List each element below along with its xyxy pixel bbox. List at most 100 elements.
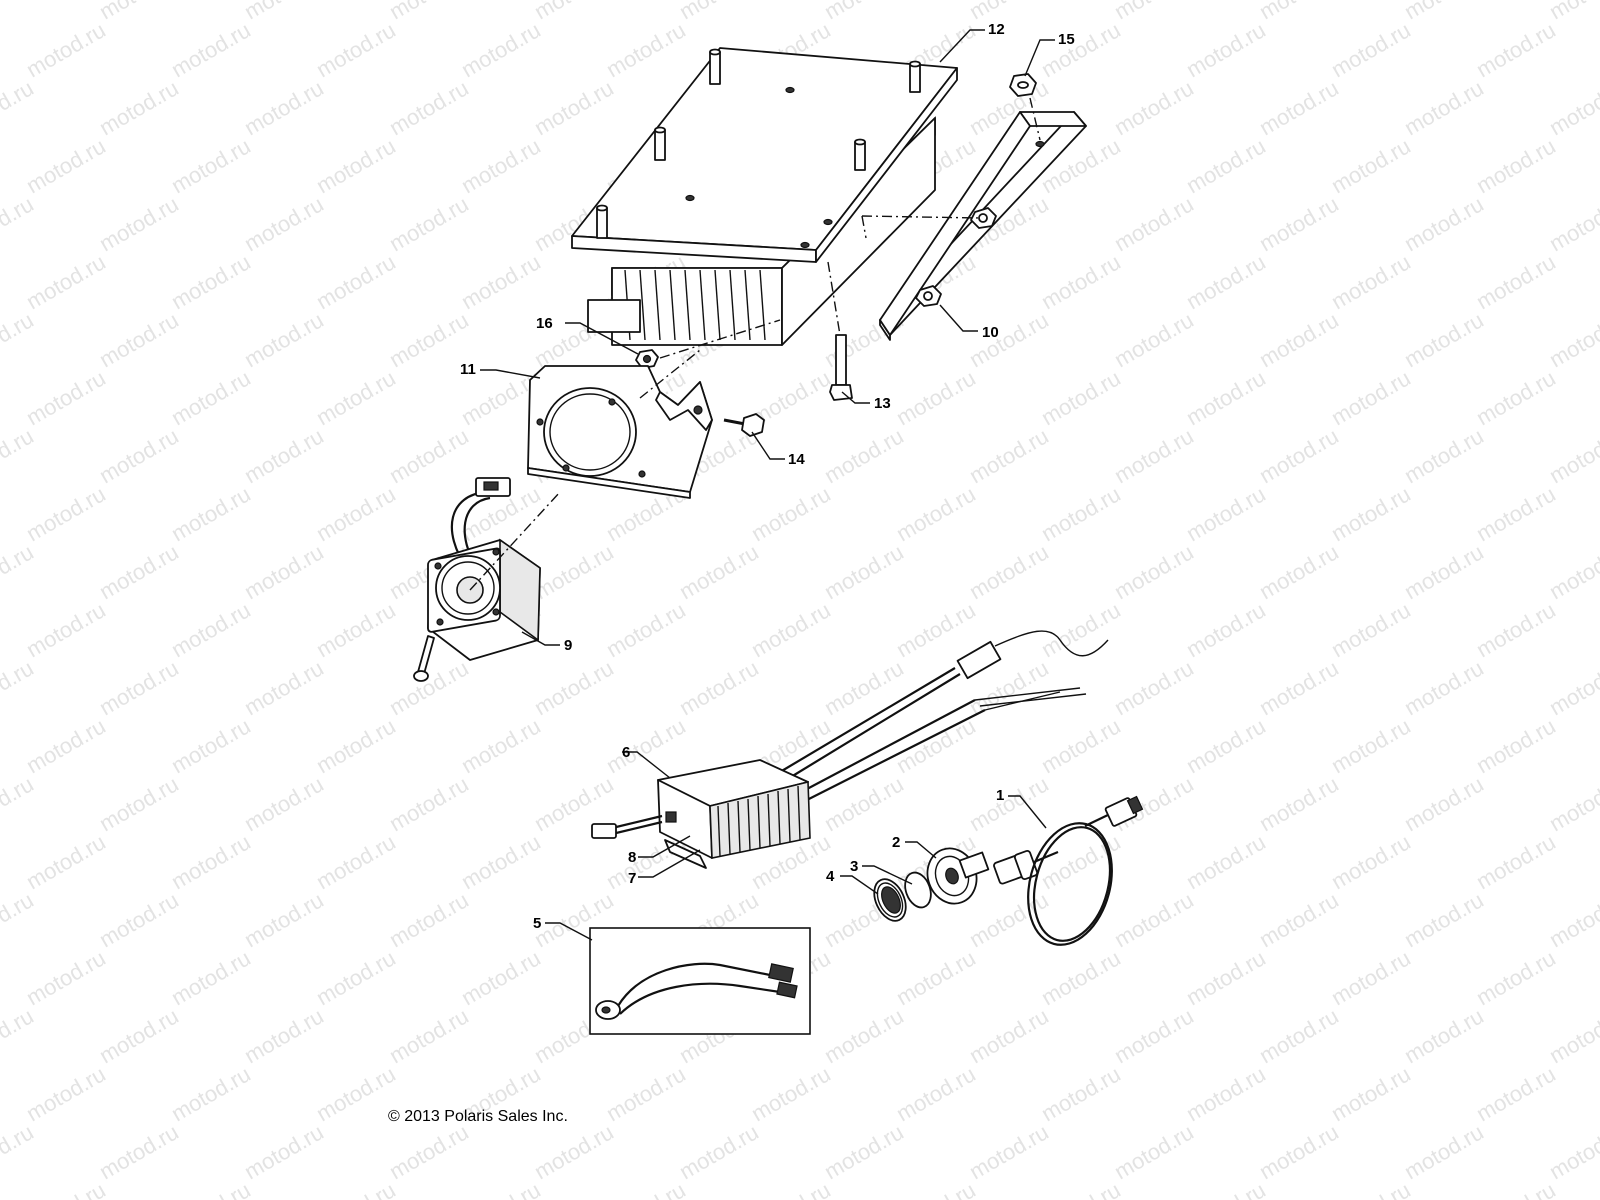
watermark-text: motod.ru [1182, 829, 1270, 894]
watermark-text: motod.ru [675, 655, 763, 720]
watermark-text: motod.ru [95, 423, 183, 488]
watermark-text: motod.ru [747, 597, 835, 662]
watermark-text: motod.ru [892, 945, 980, 1010]
watermark-text: motod.ru [95, 655, 183, 720]
callout-9: 9 [564, 637, 572, 654]
watermark-text: motod.ru [1327, 481, 1415, 546]
watermark-text: motod.ru [1110, 75, 1198, 140]
watermark-text: motod.ru [1327, 249, 1415, 314]
watermark-text: motod.ru [1255, 887, 1343, 952]
watermark-text: motod.ru [95, 1119, 183, 1184]
watermark-text: motod.ru [312, 17, 400, 82]
watermark-text: motod.ru [820, 771, 908, 836]
callout-7: 7 [628, 870, 636, 887]
watermark-text: motod.ru [1472, 597, 1560, 662]
callout-3: 3 [850, 858, 858, 875]
watermark-text: motod.ru [1545, 423, 1600, 488]
leader-lines [480, 29, 1055, 941]
watermark-text: motod.ru [1182, 249, 1270, 314]
watermark-text: motod.ru [167, 17, 255, 82]
screw-14[interactable] [723, 413, 765, 437]
watermark-text: motod.ru [385, 771, 473, 836]
fan-screw[interactable] [413, 635, 435, 682]
watermark-text: motod.ru [0, 539, 38, 604]
watermark-text: motod.ru [1400, 1119, 1488, 1184]
watermark-text: motod.ru [1327, 713, 1415, 778]
watermark-text: motod.ru [1110, 423, 1198, 488]
watermark-text: motod.ru [1545, 75, 1600, 140]
watermark-text: motod.ru [1255, 423, 1343, 488]
watermark-text: motod.ru [1472, 133, 1560, 198]
watermark-text: motod.ru [167, 481, 255, 546]
watermark-text: motod.ru [312, 249, 400, 314]
watermark-text: motod.ru [0, 191, 38, 256]
nut-16[interactable] [635, 349, 659, 369]
watermark-text: motod.ru [0, 1119, 38, 1184]
heat-sink-assembly[interactable] [571, 47, 958, 346]
callout-14: 14 [788, 451, 805, 468]
watermark-text: motod.ru [167, 945, 255, 1010]
watermark-text: motod.ru [0, 423, 38, 488]
watermark-text: motod.ru [167, 597, 255, 662]
cooling-fan[interactable] [427, 477, 541, 661]
watermark-text: motod.ru [1182, 481, 1270, 546]
watermark-text: motod.ru [1545, 307, 1600, 372]
watermark-text: motod.ru [820, 539, 908, 604]
watermark-text: motod.ru [385, 887, 473, 952]
watermark-text: motod.ru [1037, 1177, 1125, 1200]
watermark-text: motod.ru [892, 481, 980, 546]
fan-bracket[interactable] [527, 365, 713, 499]
jumper-harness-box[interactable] [589, 927, 811, 1035]
watermark-text: motod.ru [22, 481, 110, 546]
watermark-text: motod.ru [240, 0, 328, 24]
watermark-text: motod.ru [1472, 249, 1560, 314]
watermark-text: motod.ru [95, 307, 183, 372]
watermark-text: motod.ru [820, 423, 908, 488]
watermark-text: motod.ru [22, 1061, 110, 1126]
watermark-text: motod.ru [22, 365, 110, 430]
callout-10: 10 [982, 324, 999, 341]
watermark-text: motod.ru [240, 655, 328, 720]
watermark-text: motod.ru [1110, 1119, 1198, 1184]
watermark-text: motod.ru [312, 829, 400, 894]
watermark-text: motod.ru [1255, 1003, 1343, 1068]
watermark-text: motod.ru [1255, 1119, 1343, 1184]
watermark-text: motod.ru [1545, 191, 1600, 256]
watermark-text: motod.ru [1400, 539, 1488, 604]
watermark-text: motod.ru [167, 713, 255, 778]
watermark-text: motod.ru [1037, 1061, 1125, 1126]
charging-receptacle-cord[interactable] [993, 795, 1144, 955]
watermark-text: motod.ru [1472, 1061, 1560, 1126]
watermark-text: motod.ru [0, 75, 38, 140]
watermark-text: motod.ru [1400, 75, 1488, 140]
watermark-text: motod.ru [240, 1119, 328, 1184]
watermark-text: motod.ru [167, 829, 255, 894]
watermark-text: motod.ru [1037, 481, 1125, 546]
watermark-text: motod.ru [22, 1177, 110, 1200]
watermark-text: motod.ru [1400, 423, 1488, 488]
watermark-text: motod.ru [965, 539, 1053, 604]
watermark-text: motod.ru [530, 655, 618, 720]
watermark-text: motod.ru [1472, 1177, 1560, 1200]
watermark-text: motod.ru [385, 191, 473, 256]
callout-2: 2 [892, 834, 900, 851]
watermark-text: motod.ru [602, 1177, 690, 1200]
watermark-text: motod.ru [1037, 17, 1125, 82]
receptacle-cap-4[interactable] [868, 874, 912, 926]
watermark-text: motod.ru [1327, 1177, 1415, 1200]
watermark-text: motod.ru [0, 307, 38, 372]
watermark-text: motod.ru [1327, 365, 1415, 430]
watermark-text: motod.ru [1110, 191, 1198, 256]
mounting-bracket-strip[interactable] [879, 111, 1087, 341]
callout-labels: 12 15 10 16 11 13 14 9 6 8 7 5 4 3 2 1 [460, 21, 1075, 932]
battery-charger[interactable] [591, 630, 1109, 869]
watermark-text: motod.ru [385, 655, 473, 720]
watermark-text: motod.ru [95, 75, 183, 140]
watermark-text: motod.ru [312, 945, 400, 1010]
watermark-text: motod.ru [1182, 365, 1270, 430]
receptacle-housing-2[interactable] [920, 841, 990, 910]
watermark-text: motod.ru [1255, 75, 1343, 140]
watermark-text: motod.ru [1110, 307, 1198, 372]
nut-15[interactable] [1009, 73, 1037, 97]
watermark-text: motod.ru [1545, 1003, 1600, 1068]
